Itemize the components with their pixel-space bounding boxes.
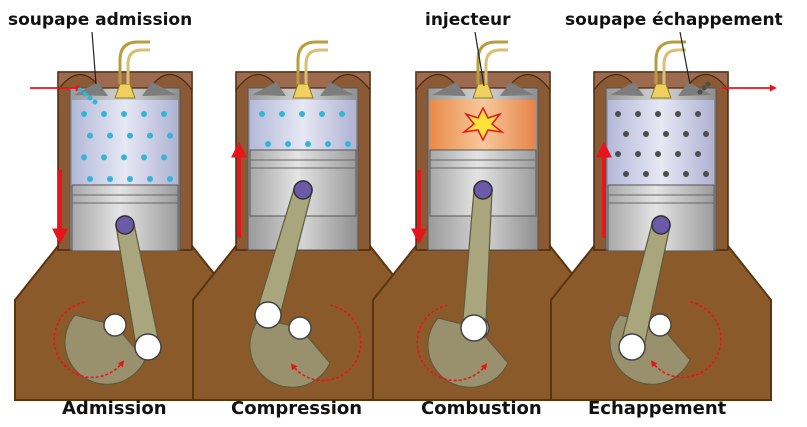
intake-valve-label: soupape admission: [8, 10, 192, 30]
air-particle: [299, 111, 305, 117]
exhaust-particle: [615, 111, 621, 117]
exhaust-particle: [683, 131, 689, 137]
air-particle: [339, 111, 345, 117]
air-particle: [87, 176, 93, 182]
engine-echappement: [551, 42, 774, 400]
air-particle: [81, 154, 87, 160]
air-particle: [279, 111, 285, 117]
exhaust-particle: [695, 151, 701, 157]
crankshaft-main-pin: [104, 314, 126, 336]
air-particle: [319, 111, 325, 117]
wrist-pin: [474, 181, 492, 199]
exhaust-particle: [655, 111, 661, 117]
exhaust-particle: [675, 111, 681, 117]
crank-pin: [461, 315, 487, 341]
air-particle: [127, 133, 133, 139]
air-particle: [141, 154, 147, 160]
wrist-pin: [652, 216, 670, 234]
air-particle: [83, 92, 88, 97]
air-particle: [147, 133, 153, 139]
air-particle: [285, 141, 291, 147]
exhaust-particle: [703, 171, 709, 177]
air-particle: [141, 111, 147, 117]
crankshaft-main-pin: [289, 317, 311, 339]
air-particle: [121, 111, 127, 117]
crank-pin: [135, 334, 161, 360]
exhaust-particle: [702, 86, 707, 91]
air-particle: [101, 111, 107, 117]
stage-label-compression: Compression: [231, 399, 362, 419]
crank-pin: [255, 302, 281, 328]
air-particle: [81, 111, 87, 117]
exhaust-particle: [706, 82, 711, 87]
exhaust-particle: [683, 171, 689, 177]
air-particle: [87, 133, 93, 139]
exhaust-particle: [623, 171, 629, 177]
air-particle: [345, 141, 351, 147]
exhaust-particle: [703, 131, 709, 137]
air-particle: [107, 176, 113, 182]
exhaust-particle: [643, 131, 649, 137]
air-particle: [78, 88, 83, 93]
injector-label: injecteur: [425, 10, 511, 30]
air-particle: [147, 176, 153, 182]
exhaust-particle: [663, 171, 669, 177]
air-particle: [167, 176, 173, 182]
exhaust-particle: [643, 171, 649, 177]
exhaust-particle: [615, 151, 621, 157]
air-particle: [305, 141, 311, 147]
exhaust-particle: [675, 151, 681, 157]
air-particle: [161, 154, 167, 160]
exhaust-particle: [635, 151, 641, 157]
exhaust-particle: [698, 90, 703, 95]
air-particle: [107, 133, 113, 139]
air-particle: [88, 96, 93, 101]
crank-pin: [619, 334, 645, 360]
air-particle: [121, 154, 127, 160]
air-particle: [93, 100, 98, 105]
exhaust-particle: [655, 151, 661, 157]
exhaust-particle: [663, 131, 669, 137]
stage-label-admission: Admission: [62, 399, 167, 419]
exhaust-valve-label: soupape échappement: [565, 10, 783, 30]
air-particle: [167, 133, 173, 139]
air-particle: [101, 154, 107, 160]
exhaust-particle: [635, 111, 641, 117]
air-particle: [161, 111, 167, 117]
stage-label-echappement: Echappement: [588, 399, 726, 419]
air-particle: [265, 141, 271, 147]
crankshaft-main-pin: [649, 314, 671, 336]
exhaust-particle: [623, 131, 629, 137]
wrist-pin: [294, 181, 312, 199]
wrist-pin: [116, 216, 134, 234]
exhaust-particle: [695, 111, 701, 117]
air-particle: [127, 176, 133, 182]
air-particle: [259, 111, 265, 117]
air-particle: [325, 141, 331, 147]
stage-label-combustion: Combustion: [421, 399, 542, 419]
